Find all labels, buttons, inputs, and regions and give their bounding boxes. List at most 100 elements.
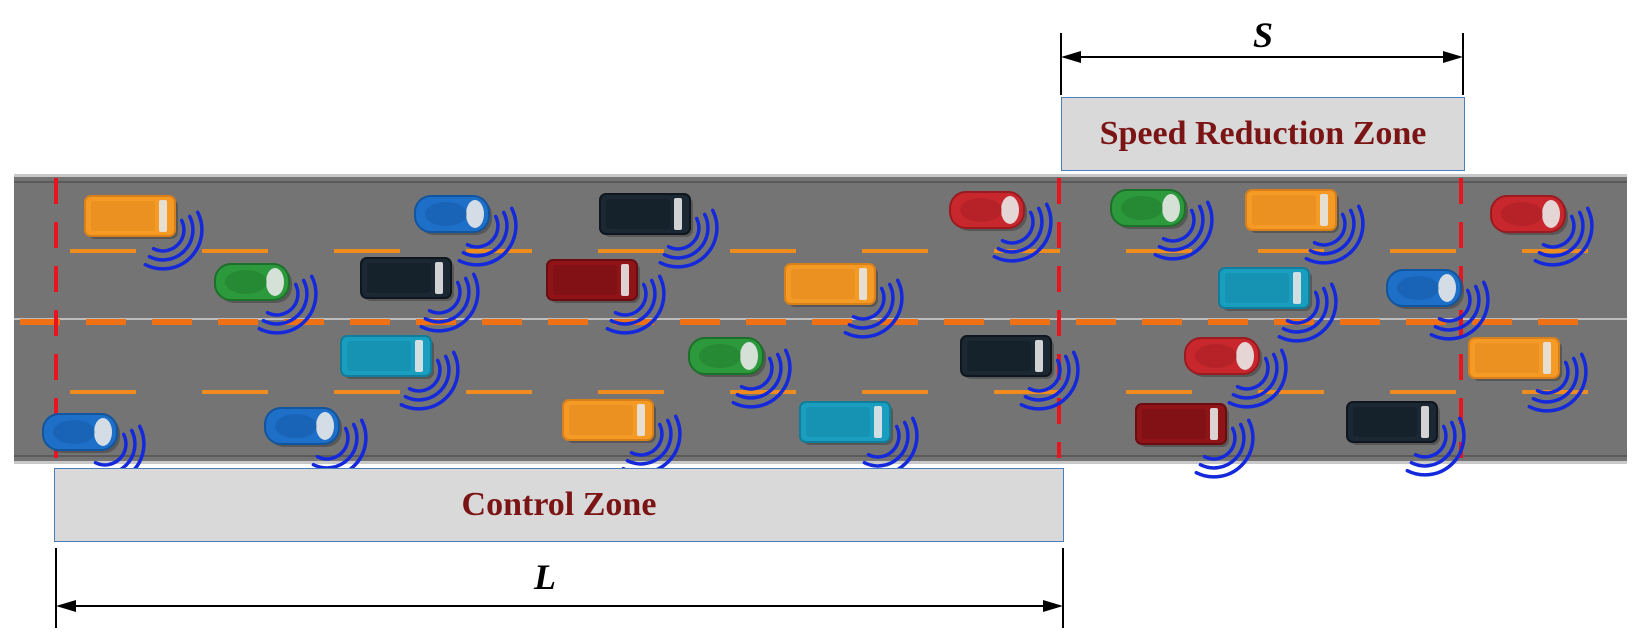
lane-dash bbox=[598, 249, 664, 253]
sensor-wave-arc bbox=[461, 210, 509, 258]
sensor-wave-arc bbox=[609, 278, 657, 326]
sensor-wave-arc bbox=[1429, 280, 1490, 341]
center-dash bbox=[1010, 319, 1050, 325]
control-zone-length-label: L bbox=[534, 557, 556, 597]
sensor-wave-arc bbox=[658, 208, 719, 269]
road-shoulder-bottom bbox=[14, 455, 1627, 457]
vehicle-windshield bbox=[415, 340, 423, 372]
lane-dash bbox=[1522, 249, 1588, 253]
sensor-wave-arc bbox=[407, 358, 442, 393]
vehicle-roof bbox=[1501, 202, 1543, 226]
lane-dash bbox=[1258, 249, 1324, 253]
speed-reduction-dimension-arrow bbox=[1060, 33, 1464, 95]
sensor-wave-arc bbox=[1157, 204, 1205, 252]
control-zone-dimension-arrow bbox=[55, 548, 1064, 628]
vehicle-red-car bbox=[1490, 195, 1594, 267]
sensor-wave-arc bbox=[1413, 424, 1448, 459]
vehicle-windshield bbox=[1236, 342, 1254, 370]
vehicle-body bbox=[546, 259, 638, 301]
lane-dash bbox=[862, 249, 928, 253]
vehicle-roof bbox=[275, 414, 317, 438]
sensor-wave-arc bbox=[843, 278, 904, 339]
lane-dash bbox=[334, 390, 400, 394]
sensor-wave-arc bbox=[315, 426, 350, 461]
vehicle-body bbox=[84, 195, 176, 237]
vehicle-red-car bbox=[1184, 337, 1288, 409]
lane-dash bbox=[994, 249, 1060, 253]
sensor-wave-arc bbox=[311, 422, 359, 470]
lane-dash bbox=[1126, 249, 1192, 253]
road-edge-bottom bbox=[14, 461, 1627, 464]
vehicle-teal-van bbox=[340, 335, 460, 411]
vehicle-roof bbox=[1225, 273, 1289, 303]
sensor-wave-arc bbox=[257, 274, 318, 335]
lane-dash bbox=[466, 249, 532, 253]
sensor-wave-arc bbox=[735, 352, 783, 400]
center-dash bbox=[746, 319, 786, 325]
sensor-wave-arc bbox=[423, 276, 471, 324]
vehicle-black-van bbox=[599, 193, 719, 269]
arrowhead-right bbox=[1043, 600, 1063, 612]
lane-dash bbox=[1390, 249, 1456, 253]
sensor-wave-arc bbox=[1433, 284, 1481, 332]
sensor-wave-arc bbox=[996, 206, 1044, 254]
vehicle-roof bbox=[367, 263, 431, 293]
sensor-wave-arc bbox=[739, 356, 774, 391]
center-dash bbox=[1538, 319, 1578, 325]
sensor-wave-arc bbox=[1405, 416, 1466, 477]
lane-dash bbox=[202, 249, 268, 253]
center-dash bbox=[1406, 319, 1446, 325]
vehicle-roof bbox=[1397, 276, 1439, 300]
sensor-wave-arc bbox=[1537, 210, 1585, 258]
vehicle-windshield bbox=[859, 268, 867, 300]
vehicle-windshield bbox=[1320, 194, 1328, 226]
vehicle-body bbox=[1135, 403, 1227, 445]
sensor-wave-arc bbox=[1308, 208, 1356, 256]
vehicle-blue-car bbox=[414, 195, 518, 267]
sensor-wave-arc bbox=[1527, 352, 1588, 413]
center-dash bbox=[1142, 319, 1182, 325]
lane-dash bbox=[862, 390, 928, 394]
sensor-wave-arc bbox=[1153, 200, 1214, 261]
vehicle-windshield bbox=[435, 262, 443, 294]
center-dash bbox=[878, 319, 918, 325]
center-dash bbox=[548, 319, 588, 325]
vehicle-roof bbox=[791, 269, 855, 299]
vehicle-windshield bbox=[1293, 272, 1301, 304]
center-dash bbox=[812, 319, 852, 325]
sensor-wave-arc bbox=[143, 210, 204, 271]
sensor-wave-arc bbox=[629, 422, 664, 457]
sensor-wave-arc bbox=[465, 214, 500, 249]
vehicle-darkred-van bbox=[1135, 403, 1255, 479]
vehicle-roof bbox=[1353, 407, 1417, 437]
vehicle-roof bbox=[1121, 196, 1163, 220]
vehicle-orange-van bbox=[784, 263, 904, 339]
center-dash bbox=[1076, 319, 1116, 325]
center-dash bbox=[1340, 319, 1380, 325]
road-shoulder-top bbox=[14, 181, 1627, 183]
vehicle-windshield bbox=[1438, 274, 1456, 302]
sensor-wave-arc bbox=[403, 354, 451, 402]
vehicle-roof bbox=[53, 420, 95, 444]
center-dash bbox=[152, 319, 192, 325]
vehicle-blue-car bbox=[264, 407, 368, 479]
vehicle-roof bbox=[1475, 343, 1539, 373]
center-dash bbox=[1208, 319, 1248, 325]
vehicle-roof bbox=[606, 199, 670, 229]
vehicle-orange-van bbox=[84, 195, 204, 271]
lane-dash bbox=[70, 390, 136, 394]
lane-dash bbox=[466, 390, 532, 394]
lane-dash bbox=[1258, 390, 1324, 394]
vehicle-teal-van bbox=[1218, 267, 1338, 343]
vehicle-teal-van bbox=[799, 401, 919, 477]
vehicle-windshield bbox=[1001, 196, 1019, 224]
vehicle-windshield bbox=[1543, 342, 1551, 374]
control-zone-label: Control Zone bbox=[461, 486, 657, 523]
vehicle-black-van bbox=[960, 335, 1080, 411]
sensor-wave-arc bbox=[1531, 356, 1579, 404]
sensor-wave-arc bbox=[1027, 358, 1062, 393]
sensor-wave-arc bbox=[666, 216, 701, 251]
lane-dash bbox=[1390, 390, 1456, 394]
vehicle-windshield bbox=[740, 342, 758, 370]
sensor-wave-arc bbox=[613, 282, 648, 317]
